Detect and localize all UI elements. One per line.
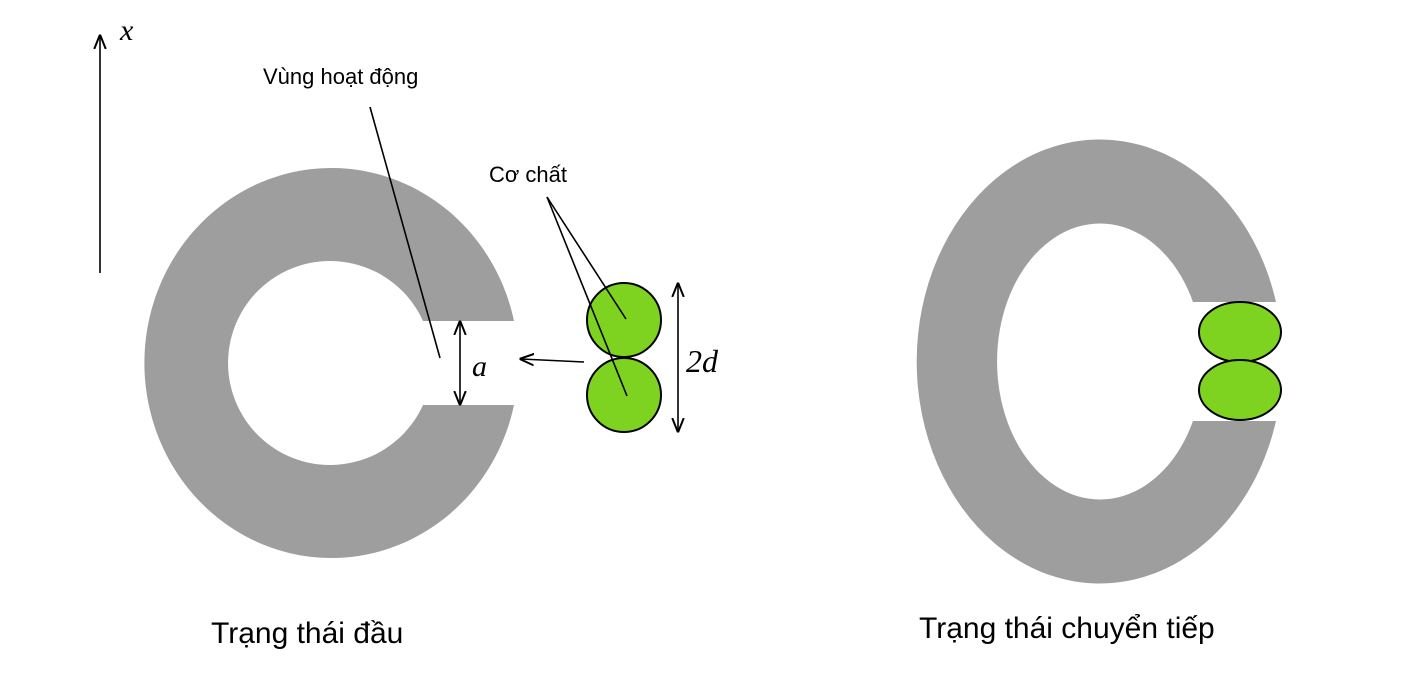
x-axis-label: x xyxy=(119,14,134,47)
substrate-initial xyxy=(586,282,662,433)
enzyme-ring-transition xyxy=(916,139,1276,584)
caption-transition-state: Trạng thái chuyển tiếp xyxy=(919,612,1215,645)
gap-dimension: a xyxy=(460,322,487,404)
enzyme-ring-initial xyxy=(0,0,514,558)
substrate-bottom-circle xyxy=(586,357,662,433)
approach-arrow xyxy=(521,359,585,362)
height-label: 2d xyxy=(686,343,719,379)
substrate-leader-bottom xyxy=(546,196,628,397)
substrate-callout: Cơ chất xyxy=(489,162,628,397)
substrate-label: Cơ chất xyxy=(489,162,567,187)
active-site-leader xyxy=(369,106,441,359)
gap-label: a xyxy=(472,350,487,383)
substrate-transition xyxy=(1198,301,1282,421)
x-axis: x xyxy=(100,14,134,273)
enzyme-transition-state xyxy=(916,139,1276,584)
substrate-leader-top xyxy=(546,196,627,320)
substrate-top-ellipse xyxy=(1198,301,1282,363)
enzyme-initial-state xyxy=(0,0,514,558)
caption-initial-state: Trạng thái đầu xyxy=(211,617,403,650)
substrate-top-circle xyxy=(586,282,662,358)
height-dimension: 2d xyxy=(678,284,719,431)
substrate-bottom-ellipse xyxy=(1198,359,1282,421)
active-site-callout: Vùng hoạt động xyxy=(263,64,441,359)
active-site-label: Vùng hoạt động xyxy=(263,64,418,89)
